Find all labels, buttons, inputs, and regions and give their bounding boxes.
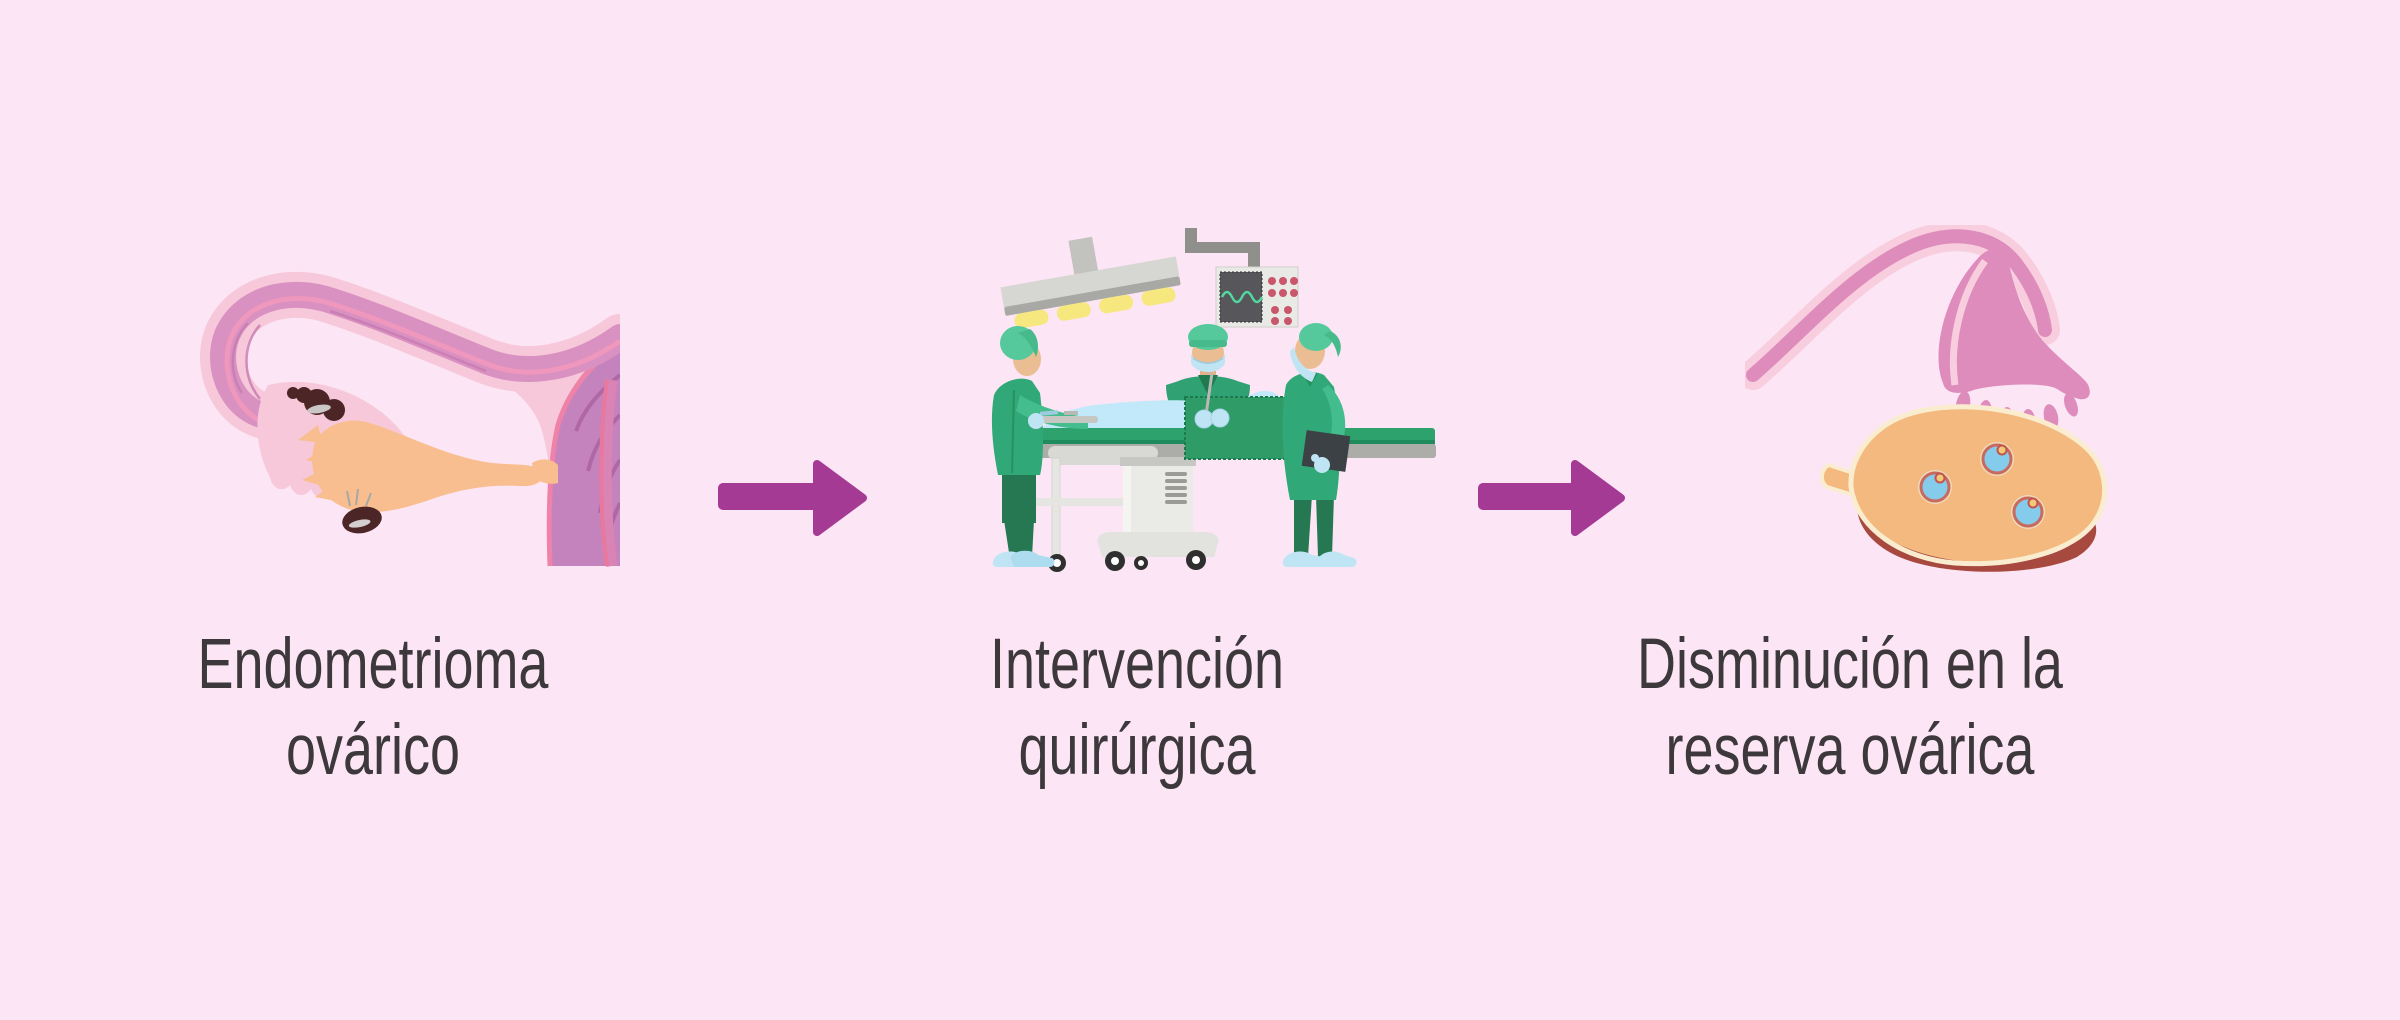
sterile-field [1184,396,1288,460]
cervical-canal-line [599,379,609,567]
step-1-label: Endometrioma ovárico [107,622,639,794]
arrow-2-icon [1478,460,1625,536]
follicles [1918,442,2045,529]
surgeon-left [991,326,1098,567]
tube-streaks [231,309,487,400]
step-2-label-line1: Intervención [990,625,1284,704]
step-1-label-line1: Endometrioma [197,625,549,704]
step-2-label-line2: quirúrgica [1018,711,1256,790]
vitals-monitor-icon [1185,228,1299,328]
fallopian-tube [210,281,620,431]
step-3-label-line2: reserva ovárica [1665,711,2035,790]
fallopian-tube [1746,229,2052,382]
ovary [298,420,558,513]
endometrioma-cysts [287,387,382,534]
arrow-1-icon [718,460,867,536]
fallopian-tube-edge [224,296,620,428]
tube-flare [1938,248,2090,400]
surgeon-right [1282,323,1357,567]
ovary-with-endometrioma-illustration [200,271,620,567]
cervical-canal [600,379,618,567]
tube-flare-edge [1949,258,1988,386]
step-1-label-line2: ovárico [286,711,460,790]
surgical-lamp-icon [1000,236,1181,329]
operating-room-illustration [991,228,1436,572]
ovary-reduced-reserve-illustration [1745,225,2108,572]
step-3-label-line1: Disminución en la [1637,625,2063,704]
ovary [1820,404,2108,572]
surgical-instrument-icon [1204,372,1214,416]
surgical-cap-icon [1299,323,1333,351]
step-3-label: Disminución en la reserva ovárica [1584,622,2116,794]
face-mask-icon [1191,353,1225,372]
step-2-label: Intervención quirúrgica [871,622,1403,794]
instrument-tray [1028,416,1098,423]
face-mask-icon [1290,347,1316,382]
